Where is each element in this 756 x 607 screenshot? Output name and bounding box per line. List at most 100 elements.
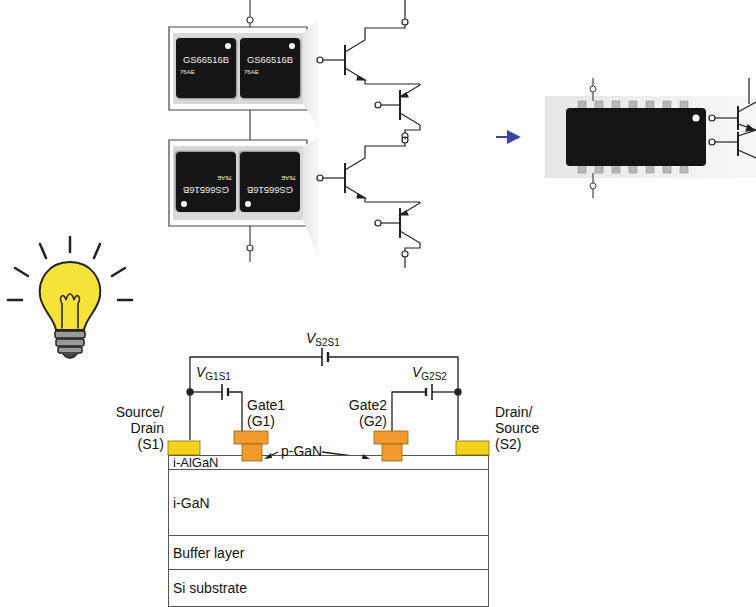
bias-wiring xyxy=(221,384,223,400)
chip-panel xyxy=(173,33,303,104)
bias-wiring xyxy=(187,348,461,458)
bidirectional-switch-symbol xyxy=(404,137,405,139)
material-label: p-GaN xyxy=(281,443,325,459)
integrated-package xyxy=(590,183,596,189)
terminal-label: Drain/ Source (S2) xyxy=(495,404,553,452)
integrated-package xyxy=(566,108,706,166)
integrated-package xyxy=(680,101,688,109)
layer-label: i-GaN xyxy=(173,495,210,511)
bias-wiring xyxy=(455,389,461,395)
integrated-package xyxy=(612,165,620,173)
bidirectional-switch-symbol xyxy=(404,257,405,268)
integrated-package xyxy=(578,165,586,173)
date-code: 76AE xyxy=(180,69,195,76)
part-number: GS66516B xyxy=(176,184,236,196)
voltage-label: VS2S1 xyxy=(306,330,340,351)
bias-wiring xyxy=(187,389,193,395)
lightbulb-icon xyxy=(61,294,80,328)
date-code: 76AE xyxy=(244,69,259,76)
integrated-package xyxy=(737,106,739,130)
voltage-label: VG2S2 xyxy=(412,364,447,385)
pin1-dot xyxy=(225,43,231,49)
gate-label: Gate1 (G1) xyxy=(247,397,293,429)
integrated-package xyxy=(680,165,688,173)
lightbulb-icon xyxy=(94,244,100,258)
integrated-package xyxy=(746,125,754,131)
p-gan-arrowheads xyxy=(362,454,370,459)
electrodes xyxy=(168,441,200,455)
electrodes xyxy=(234,431,268,444)
p-gan-arrowheads xyxy=(264,453,370,459)
bidirectional-switch-symbol xyxy=(317,0,420,268)
lightbulb-icon xyxy=(112,268,125,276)
electrodes xyxy=(382,444,402,461)
integrated-package xyxy=(592,92,593,101)
integrated-package xyxy=(715,141,738,142)
electrodes xyxy=(374,431,408,444)
p-gan-arrowheads xyxy=(264,453,272,459)
voltage-label: VG1S1 xyxy=(196,364,231,385)
gate-label: Gate2 (G2) xyxy=(341,397,387,429)
chip-package: GS66516B 76AE xyxy=(176,38,236,98)
date-code: 76AE xyxy=(281,174,296,181)
integrated-package xyxy=(545,78,756,198)
terminal-label: Source/ Drain (S1) xyxy=(108,404,164,452)
integrated-package xyxy=(709,78,756,158)
integrated-package xyxy=(629,165,637,173)
integrated-package xyxy=(646,101,654,109)
lightbulb-icon xyxy=(118,299,132,302)
bias-wiring xyxy=(328,357,458,440)
integrated-package xyxy=(738,150,756,158)
integrated-package xyxy=(578,101,586,109)
bidirectional-switch-symbol xyxy=(404,0,405,19)
interconnect-wire xyxy=(405,137,406,139)
date-code: 76AE xyxy=(217,174,232,181)
part-number: GS66516B xyxy=(176,54,236,66)
bias-wiring xyxy=(321,348,323,366)
lightbulb-icon xyxy=(55,331,85,338)
layer-label: Buffer layer xyxy=(173,545,244,561)
integrated-package xyxy=(592,173,593,183)
lightbulb-icon xyxy=(15,268,28,276)
chip-panel xyxy=(173,146,303,220)
chip-package: GS66516B 76AE xyxy=(240,38,300,98)
chip-panel xyxy=(303,138,318,256)
lightbulb-icon xyxy=(69,237,72,252)
lightbulb-icon xyxy=(58,347,82,353)
pin1-dot xyxy=(181,201,187,207)
lightbulb-icon xyxy=(8,299,22,302)
chip-wiring xyxy=(249,0,250,17)
pin1-dot xyxy=(245,201,251,207)
bias-wiring xyxy=(431,384,433,400)
transition-arrow xyxy=(496,136,518,138)
bias-wiring xyxy=(190,357,322,440)
integrated-package xyxy=(595,165,603,173)
bias-wiring xyxy=(392,392,426,431)
chip-package: GS66516B 76AE xyxy=(240,152,300,212)
chip-wiring xyxy=(247,17,253,23)
lightbulb-icon xyxy=(63,354,77,358)
part-number: GS66516B xyxy=(240,184,300,196)
integrated-package xyxy=(663,101,671,109)
integrated-package xyxy=(590,86,596,92)
bidirectional-switch-symbol xyxy=(317,19,420,139)
part-number: GS66516B xyxy=(240,54,300,66)
bias-wiring xyxy=(432,391,458,392)
integrated-package xyxy=(545,96,756,178)
bias-wiring xyxy=(228,392,242,431)
lightbulb-icon xyxy=(40,262,101,330)
lightbulb-icon xyxy=(56,339,84,346)
pin1-dot xyxy=(289,43,295,49)
integrated-package xyxy=(748,78,749,104)
chip-panel xyxy=(173,20,318,256)
integrated-package xyxy=(693,115,700,122)
integrated-package xyxy=(709,139,715,145)
integrated-package xyxy=(612,101,620,109)
integrated-package xyxy=(646,165,654,173)
lightbulb-icon xyxy=(40,244,46,258)
layer-label: i-AlGaN xyxy=(173,456,219,469)
integrated-package xyxy=(709,115,715,121)
electrodes xyxy=(242,444,262,461)
layer-band: Buffer layer xyxy=(168,535,489,570)
